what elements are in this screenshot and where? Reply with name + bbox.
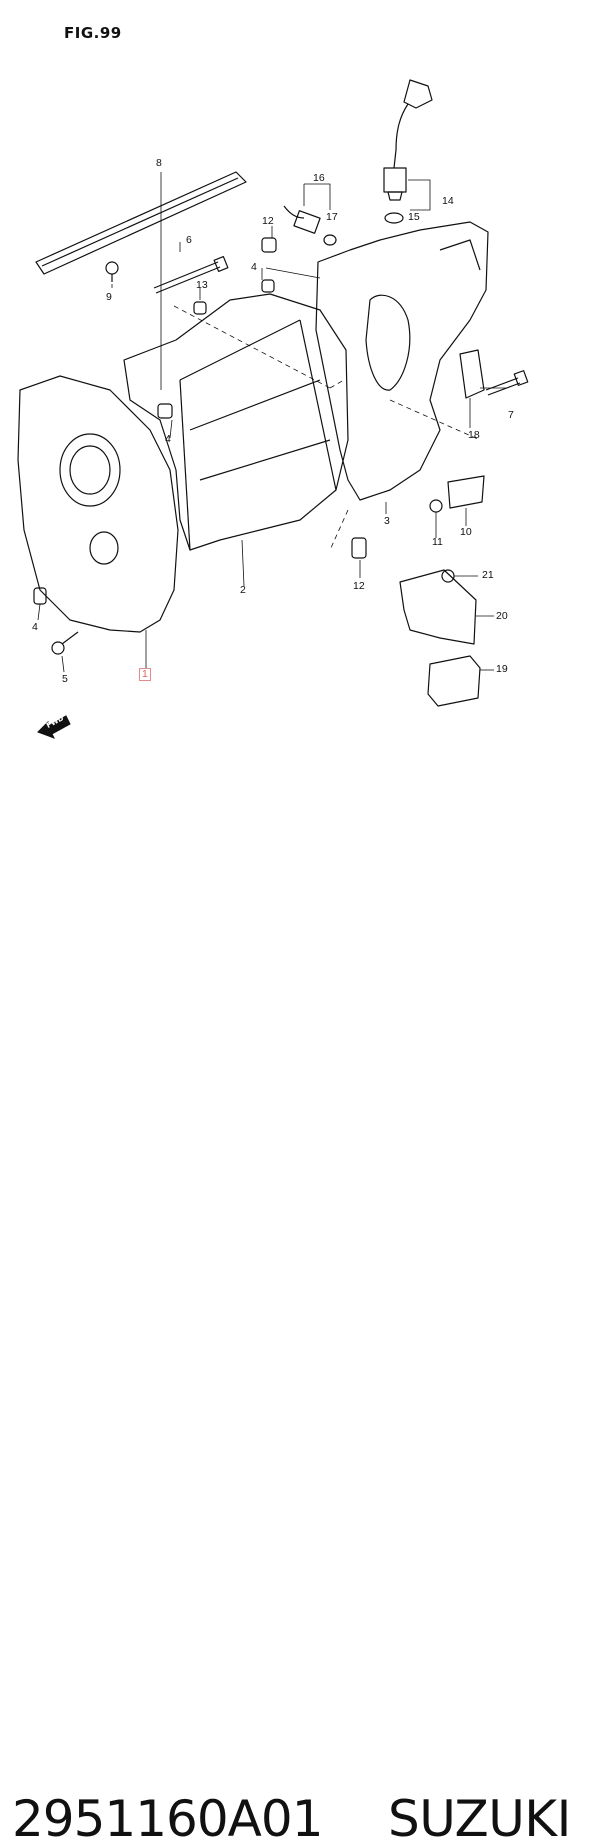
callout-7: 7 bbox=[508, 409, 514, 421]
bracket-part-10 bbox=[447, 475, 485, 509]
brand-name: SUZUKI bbox=[388, 1790, 571, 1848]
plug-part-12-lower bbox=[351, 537, 367, 559]
callout-6: 6 bbox=[186, 234, 192, 246]
callout-11: 11 bbox=[432, 536, 443, 548]
pin-part-4-mid bbox=[157, 403, 173, 419]
transmission-case-illustration bbox=[17, 79, 529, 739]
nut-part-21 bbox=[441, 569, 455, 583]
callout-4: 4 bbox=[165, 433, 171, 445]
callout-4: 4 bbox=[32, 621, 38, 633]
footer: 2951160A01 SUZUKI bbox=[0, 865, 600, 1848]
pin-part-4-upper bbox=[261, 279, 275, 293]
ring-part-17 bbox=[323, 234, 337, 246]
callout-9: 9 bbox=[106, 291, 112, 303]
callout-18: 18 bbox=[468, 429, 480, 441]
part-number: 2951160A01 bbox=[12, 1790, 324, 1848]
callout-5: 5 bbox=[62, 673, 68, 685]
callout-19: 19 bbox=[496, 663, 508, 675]
callout-14: 14 bbox=[442, 195, 454, 207]
callout-2: 2 bbox=[240, 584, 246, 596]
callout-21: 21 bbox=[482, 569, 494, 581]
pin-part-13 bbox=[193, 301, 207, 315]
fwd-arrow-icon bbox=[37, 715, 71, 739]
callout-3: 3 bbox=[384, 515, 390, 527]
callout-10: 10 bbox=[460, 526, 472, 538]
callout-16: 16 bbox=[313, 172, 325, 184]
bolt-part-11 bbox=[429, 499, 443, 513]
bolt-part-5 bbox=[51, 631, 79, 655]
switch-part-16 bbox=[283, 205, 321, 234]
rear-casing-part-3 bbox=[315, 221, 489, 501]
bolt-part-7 bbox=[485, 370, 529, 396]
bolt-part-6 bbox=[153, 255, 229, 294]
plug-part-12 bbox=[261, 237, 277, 253]
front-casing-part-1 bbox=[17, 375, 179, 633]
callout-8: 8 bbox=[156, 157, 162, 169]
callout-12: 12 bbox=[262, 215, 274, 227]
mount-part-19 bbox=[427, 655, 481, 707]
bolt-part-9 bbox=[105, 261, 119, 282]
sensor-part-14 bbox=[383, 79, 433, 201]
mount-bracket-part-20 bbox=[399, 569, 477, 645]
bracket-part-18 bbox=[459, 349, 485, 399]
main-casing-part-2 bbox=[123, 293, 349, 551]
gasket-strip-part-8 bbox=[35, 171, 247, 275]
callout-17: 17 bbox=[326, 211, 338, 223]
parts-diagram: FIG.99 8 16 14 12 17 15 6 4 9 13 7 18 4 … bbox=[0, 0, 600, 865]
callout-15: 15 bbox=[408, 211, 420, 223]
callout-12: 12 bbox=[353, 580, 365, 592]
figure-title: FIG.99 bbox=[64, 24, 122, 42]
callout-13: 13 bbox=[196, 279, 208, 291]
callout-20: 20 bbox=[496, 610, 508, 622]
callout-1: 1 bbox=[139, 668, 151, 681]
callout-4: 4 bbox=[251, 261, 257, 273]
ring-part-15 bbox=[384, 212, 404, 224]
